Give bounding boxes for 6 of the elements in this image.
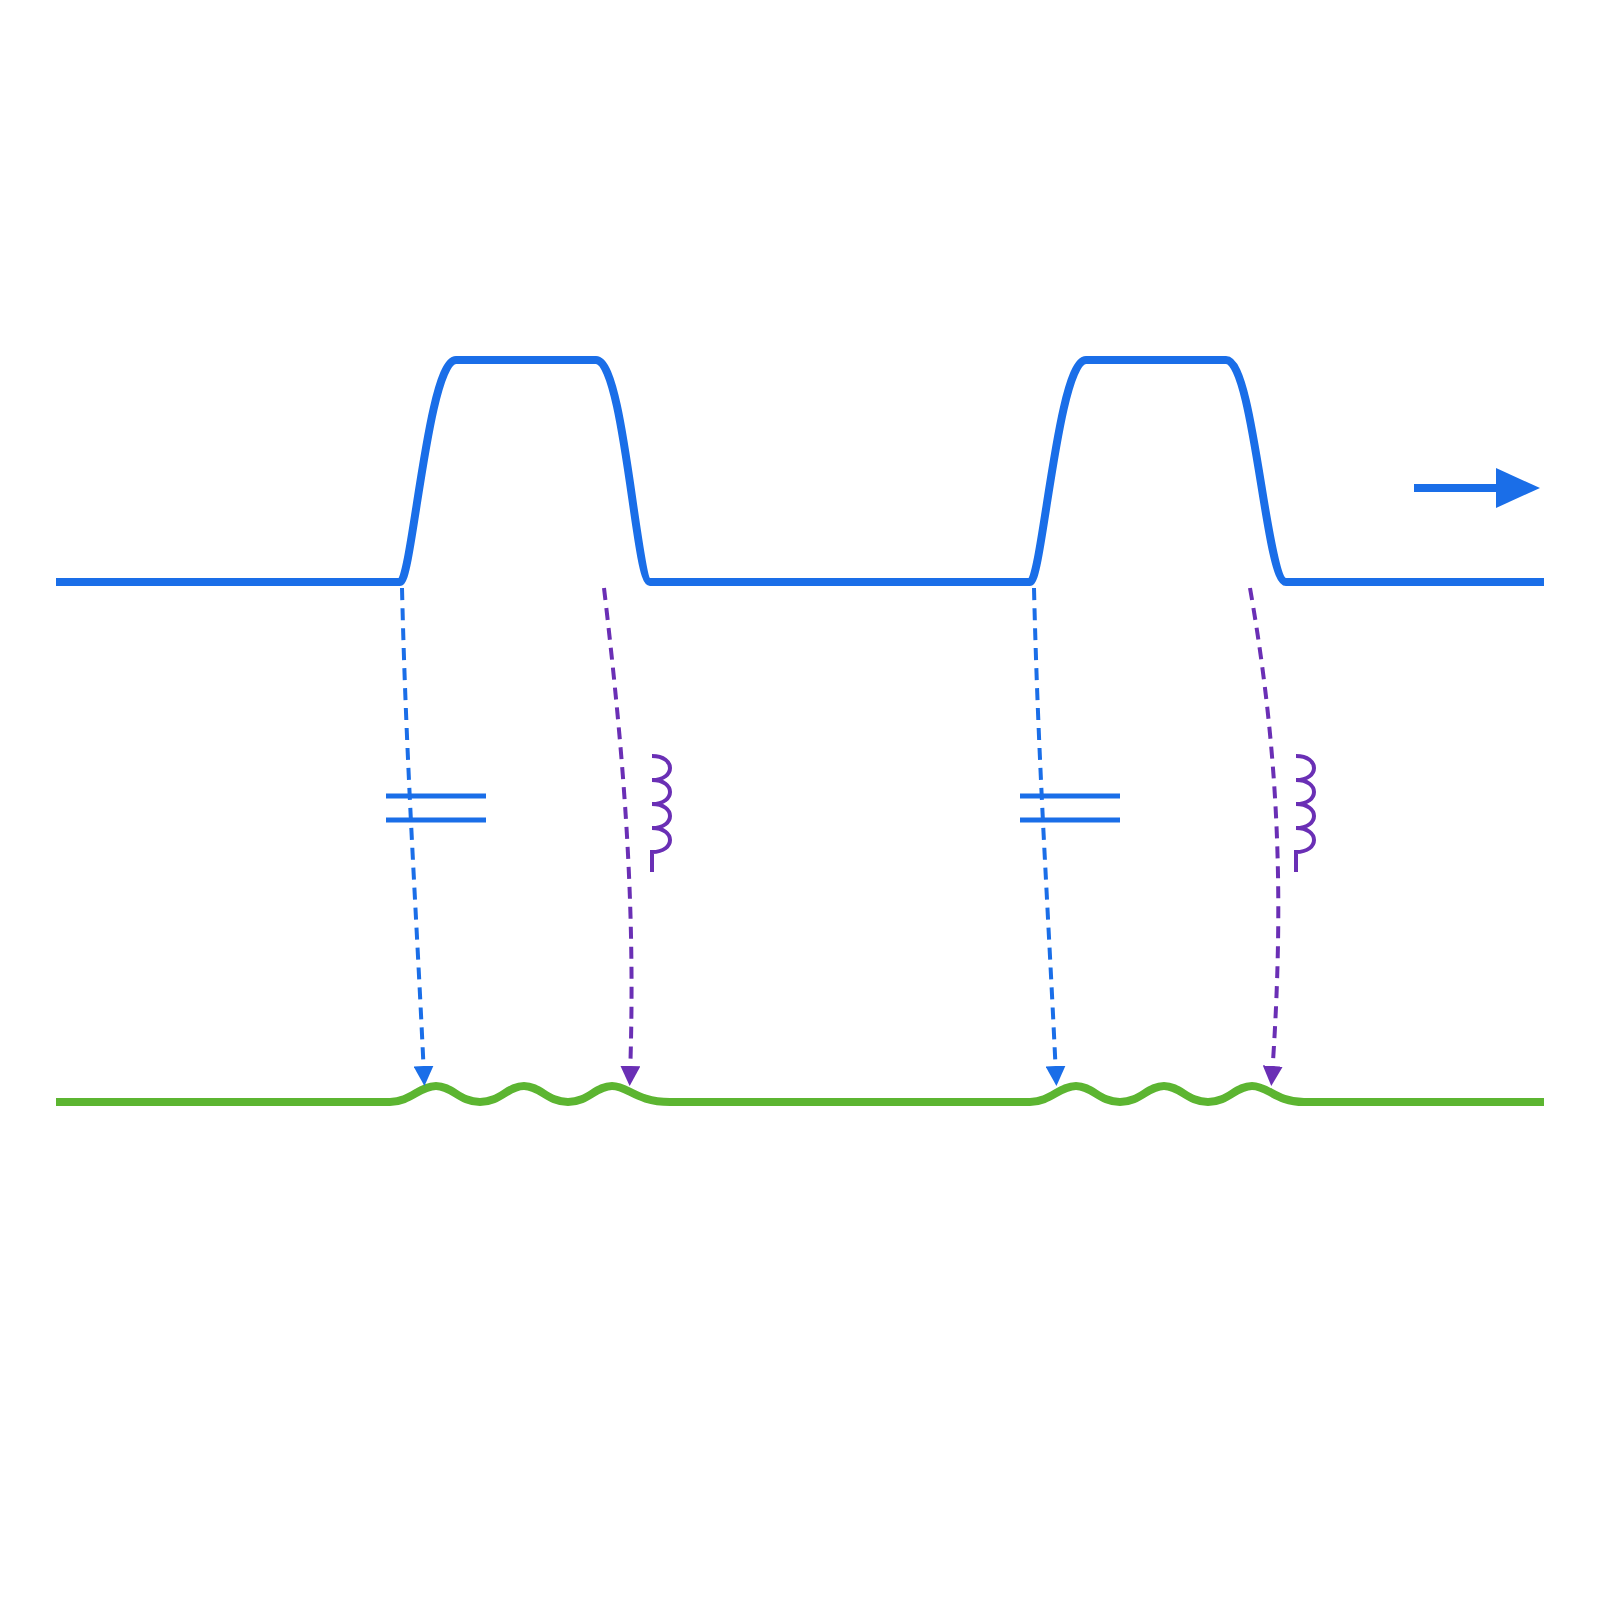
- signal-line: [56, 1082, 1544, 1106]
- arrow: [400, 587, 434, 1086]
- signal-line: [56, 356, 1544, 586]
- arrow: [1248, 587, 1283, 1086]
- arrow: [1032, 587, 1066, 1086]
- arrow: [602, 587, 641, 1086]
